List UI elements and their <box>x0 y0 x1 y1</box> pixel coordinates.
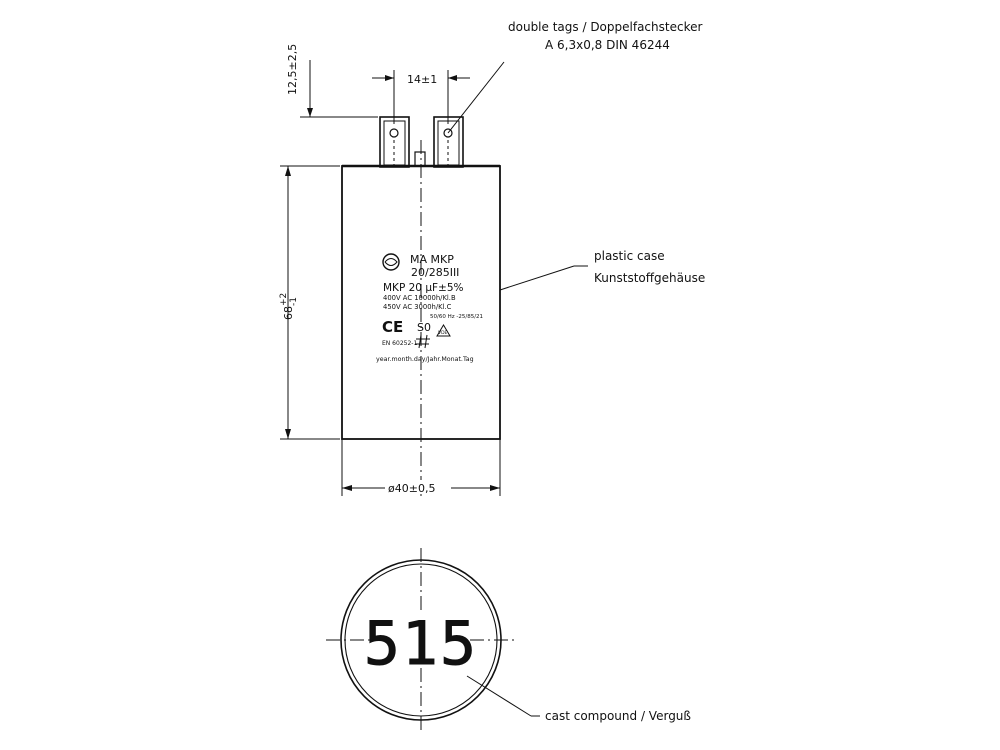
label-line5: 450V AC 3000h/Kl.C <box>383 303 452 311</box>
vde-mark-icon: VDE <box>436 324 451 337</box>
tags-annotation-line1: double tags / Doppelfachstecker <box>508 20 702 34</box>
dim-diameter-label: ø40±0,5 <box>388 482 435 495</box>
dim-height: 68 +2 -1 <box>279 165 340 440</box>
dim-height-tol-minus: -1 <box>289 297 299 306</box>
label-line4: 400V AC 10000h/Kl.B <box>383 294 456 302</box>
hash-symbol-icon <box>415 334 430 349</box>
dim-tag-height: 12,5±2,5 <box>286 44 378 167</box>
tags-annotation-line2: A 6,3x0,8 DIN 46244 <box>545 38 670 52</box>
compound-annotation: cast compound / Verguß <box>545 709 691 723</box>
capacitor-bottom-view: 515 cast compound / Verguß <box>326 548 691 732</box>
dim-tag-spacing: 14±1 <box>372 70 470 124</box>
label-standard: EN 60252-1 <box>382 340 417 347</box>
leader-cast-compound <box>466 675 532 717</box>
dim-tag-height-label: 12,5±2,5 <box>286 44 299 95</box>
dim-tag-spacing-label: 14±1 <box>407 73 437 86</box>
label-freq: 50/60 Hz -25/85/21 <box>430 314 483 320</box>
dim-height-label: 68 <box>282 306 295 320</box>
manufacturer-logo-icon <box>382 253 400 271</box>
left-terminal-tag <box>379 116 410 168</box>
label-date-note: year.month.day/Jahr.Monat.Tag <box>376 356 474 363</box>
label-line3: MKP 20 µF±5% <box>383 282 464 294</box>
right-terminal-tag <box>433 116 464 168</box>
label-line1: MA MKP <box>410 253 454 266</box>
leader-plastic-case: plastic case Kunststoffgehäuse <box>499 249 705 291</box>
dim-height-tol-plus: +2 <box>279 293 289 306</box>
case-annotation-line2: Kunststoffgehäuse <box>594 271 705 285</box>
ce-mark-icon: CE <box>382 318 403 336</box>
bottom-code: 515 <box>364 609 478 679</box>
svg-text:VDE: VDE <box>438 330 448 336</box>
case-annotation-line1: plastic case <box>594 249 665 263</box>
leader-double-tags: double tags / Doppelfachstecker A 6,3x0,… <box>447 20 702 134</box>
capacitor-side-view: MA MKP 20/285III MKP 20 µF±5% 400V AC 10… <box>279 20 705 500</box>
dim-diameter: ø40±0,5 <box>341 439 501 496</box>
label-line2: 20/285III <box>411 266 459 279</box>
so-mark: S0 <box>417 321 431 334</box>
case-label: MA MKP 20/285III MKP 20 µF±5% 400V AC 10… <box>376 253 483 363</box>
centre-pin <box>414 151 426 167</box>
